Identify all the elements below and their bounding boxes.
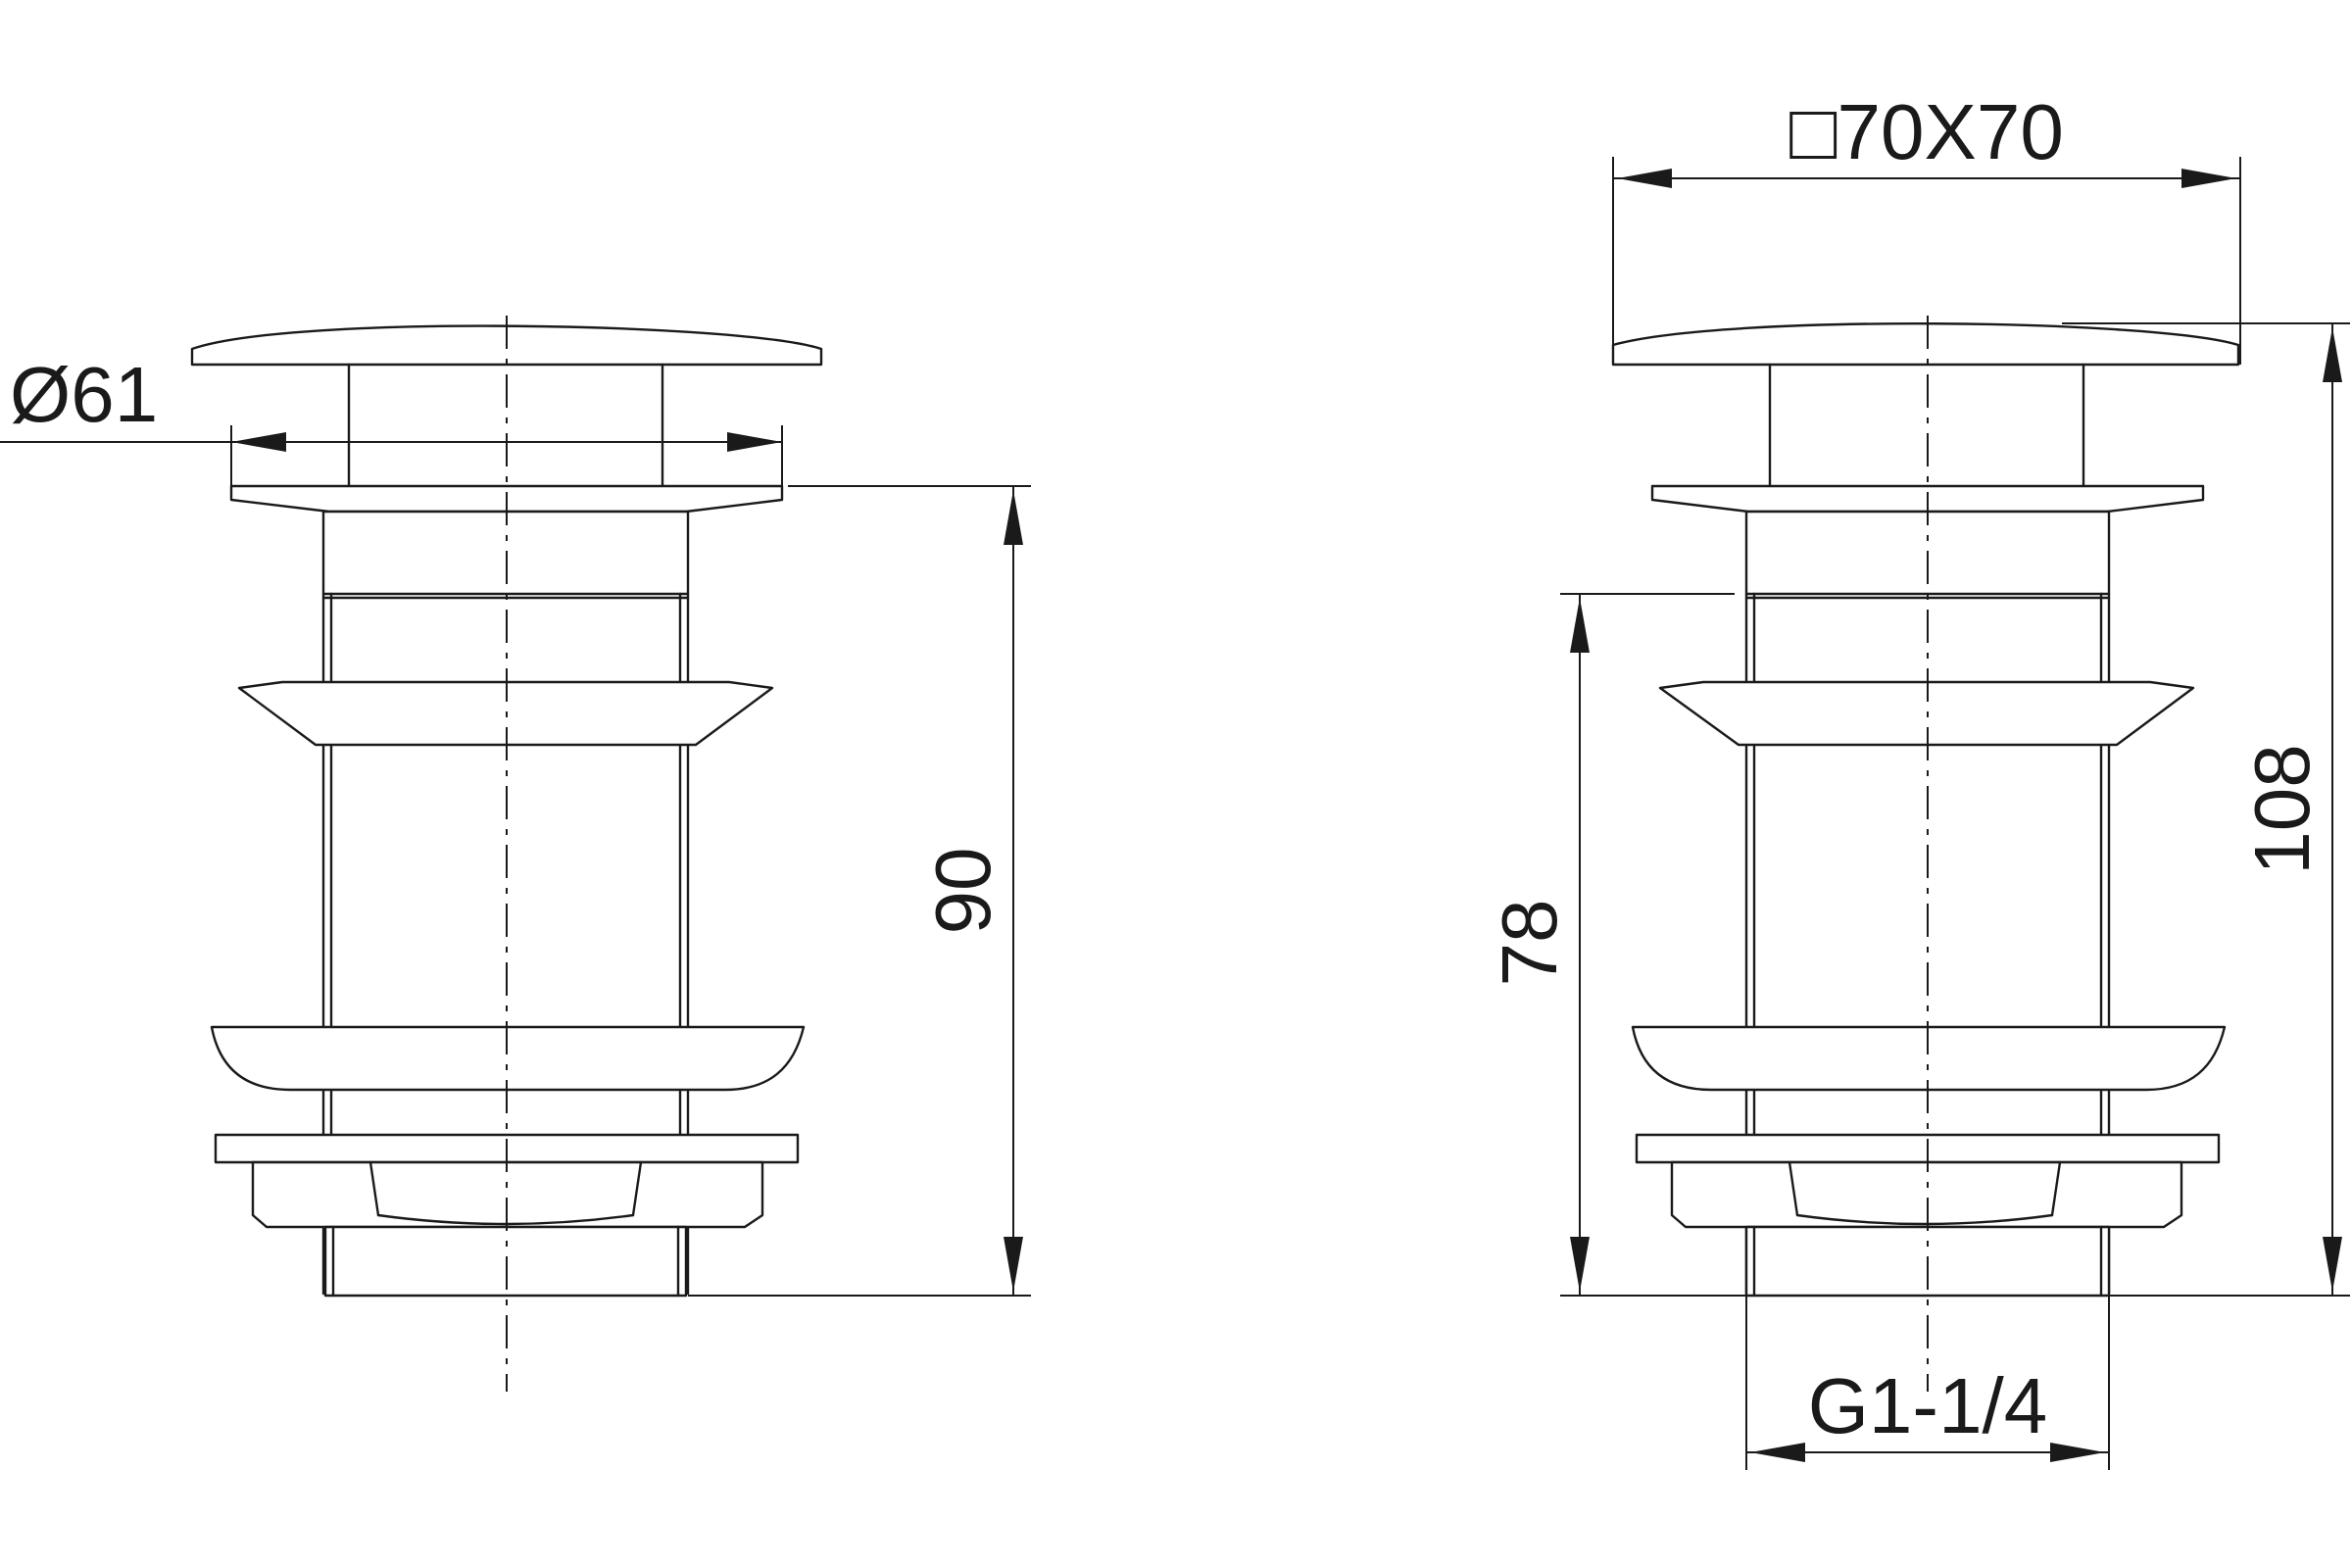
right-overall-height-dimension: 108 [2062,322,2350,1297]
left-gasket [210,1025,806,1092]
left-height-label: 90 [919,848,1006,935]
right-body-height-label: 78 [1486,900,1573,987]
right-view: □70X70 108 78 G1-1/4 [1486,88,2350,1470]
left-height-dimension: 90 [688,485,1031,1297]
left-nut-face-1 [368,1160,380,1217]
right-nut-chamfer [1795,1213,2054,1226]
left-diameter-dimension: Ø61 [0,351,783,486]
right-nut [1670,1160,2183,1229]
right-thread-label: G1-1/4 [1808,1362,2048,1449]
left-nut-face-2 [631,1160,643,1217]
right-gasket [1631,1025,2227,1092]
right-thread-dimension: G1-1/4 [1745,1296,2110,1470]
right-square-label: □70X70 [1789,88,2064,175]
right-nut-face-1 [1788,1160,1799,1217]
right-nut-face-2 [2050,1160,2062,1217]
left-diameter-label: Ø61 [10,351,158,438]
right-body-height-dimension: 78 [1486,593,1746,1297]
right-cap [1611,322,2240,367]
left-view: Ø61 90 [0,316,1031,1392]
right-overall-height-label: 108 [2238,744,2326,874]
left-nut [251,1160,764,1229]
right-square-dimension: □70X70 [1612,88,2241,365]
